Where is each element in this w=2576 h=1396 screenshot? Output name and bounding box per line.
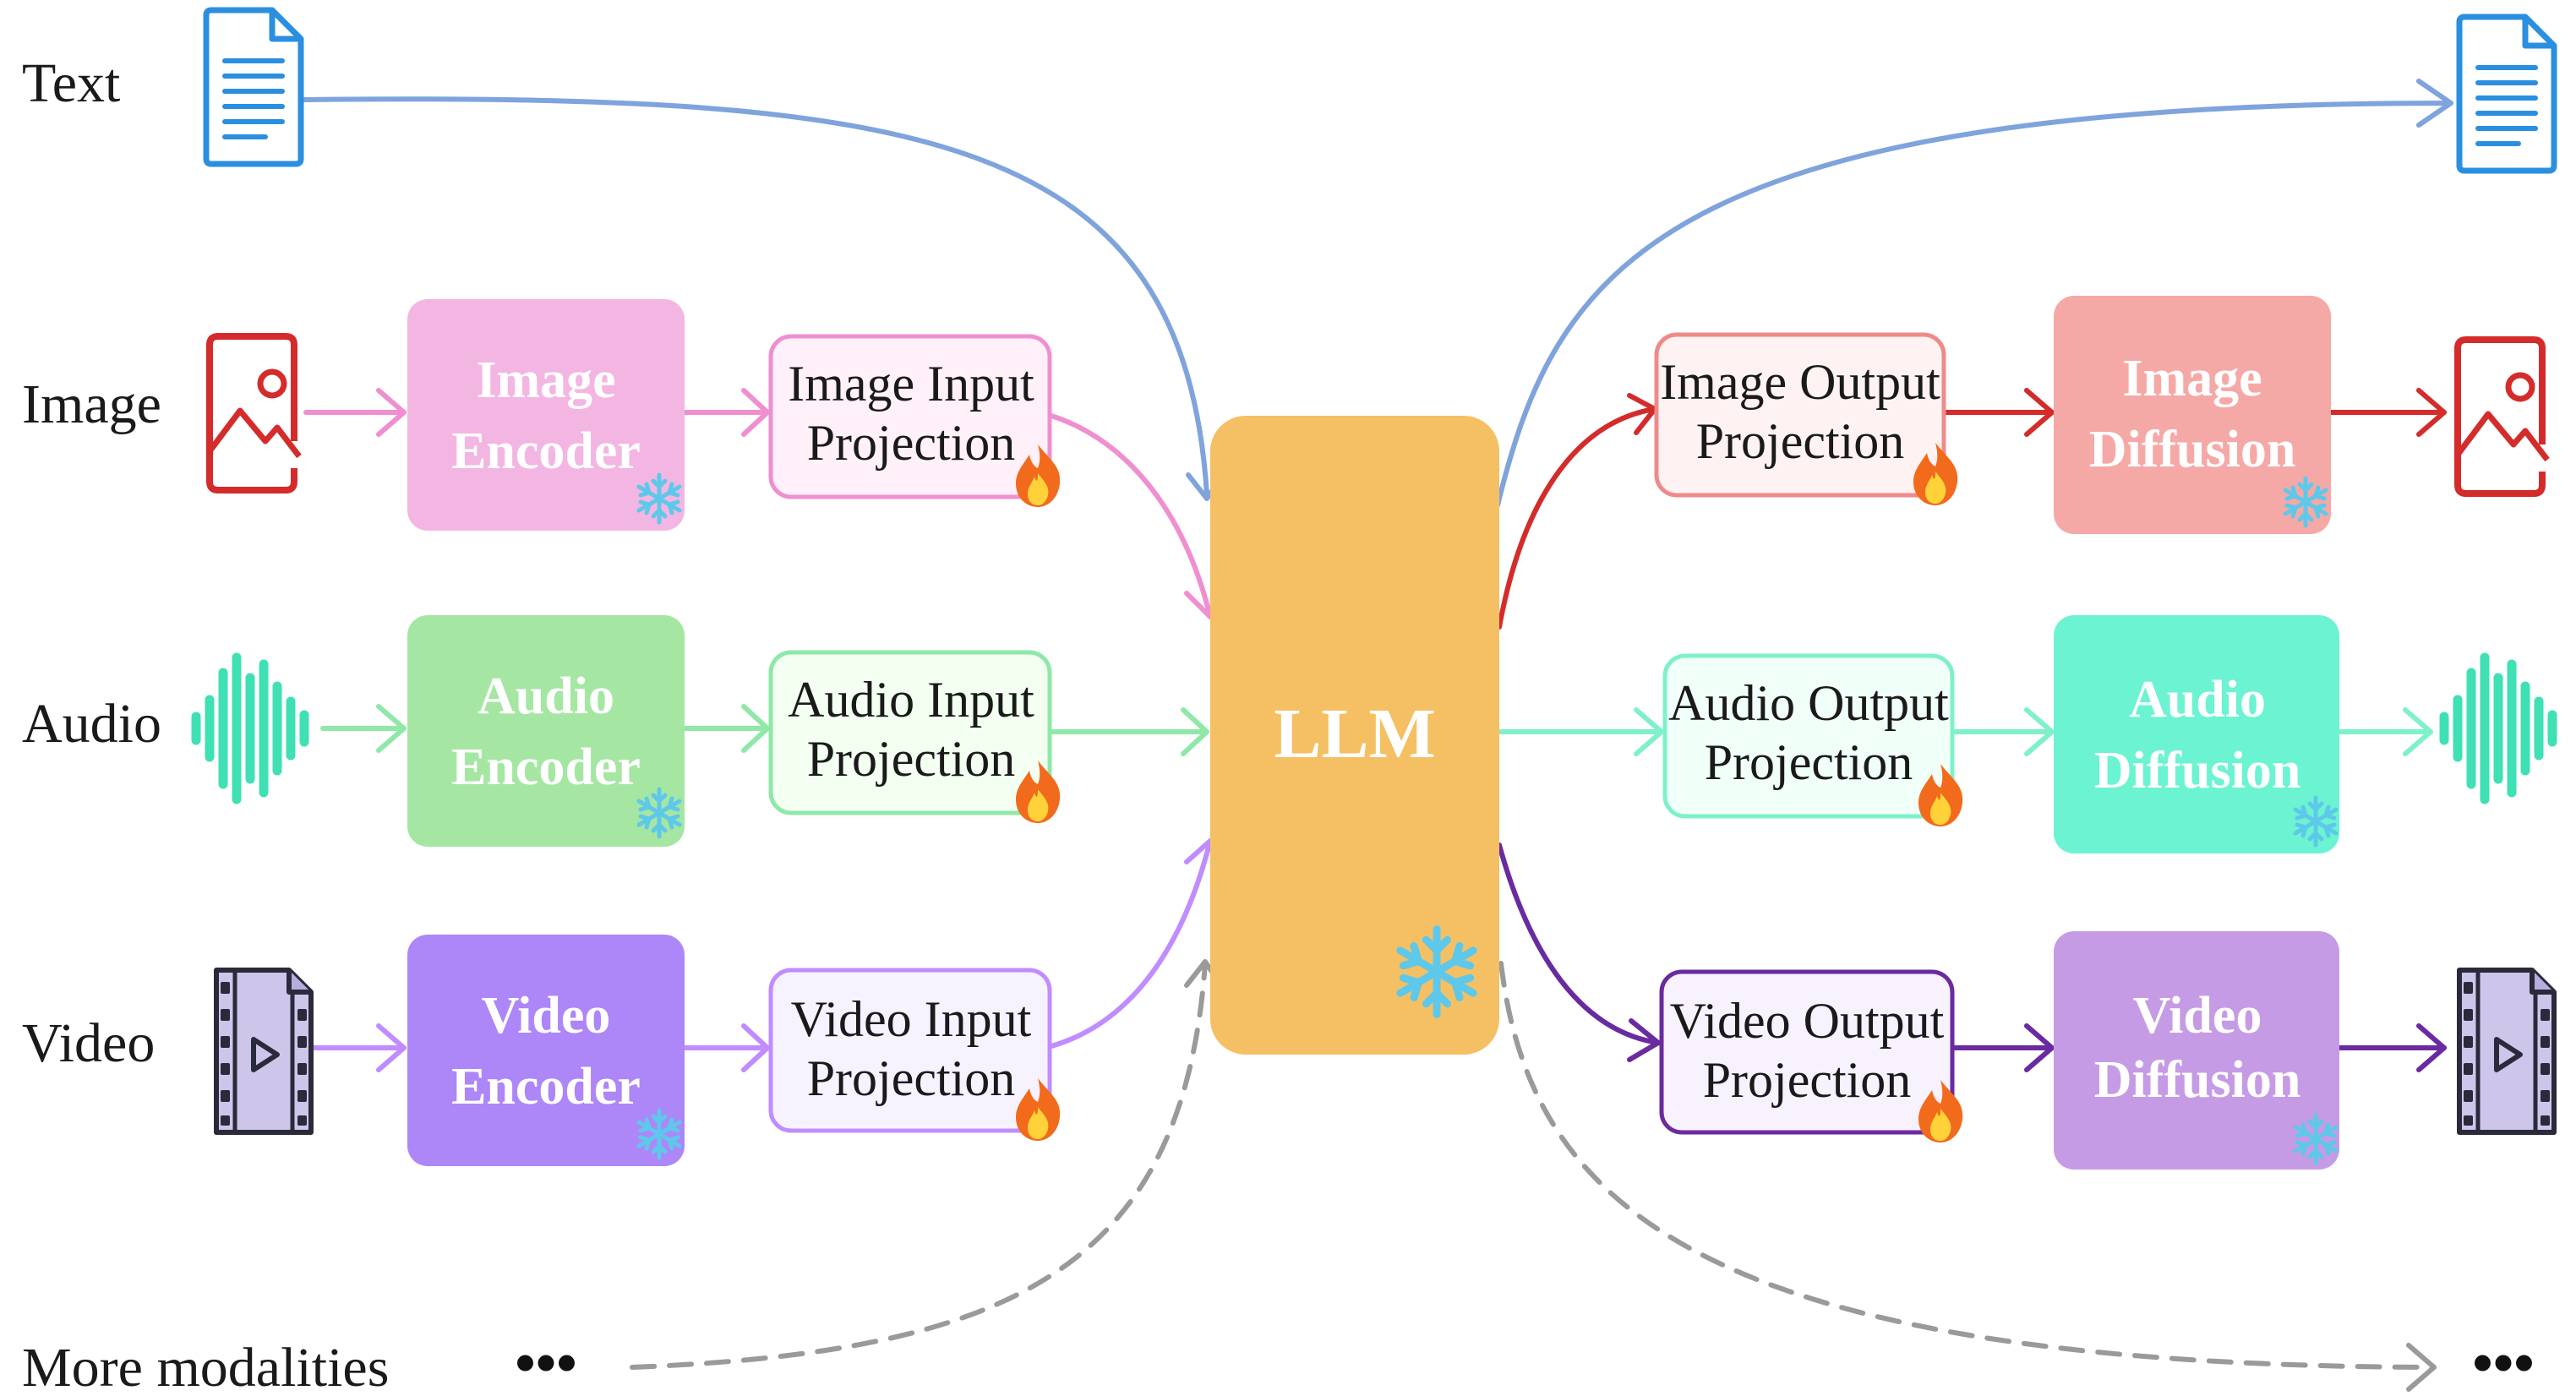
svg-text:Diffusion: Diffusion [2089,421,2296,478]
video-input-projection-box: Video Input Projection [768,968,1061,1141]
svg-text:Projection: Projection [1696,413,1905,469]
audio-output-waveform-icon [2444,657,2552,799]
more-input-ellipsis: ••• [515,1331,577,1396]
image-picture-icon [210,336,299,490]
svg-text:Image Input: Image Input [788,356,1034,412]
more-input-dashed-curve [630,961,1208,1370]
video-projection-to-llm-curve [1049,838,1213,1049]
svg-text:Audio Output: Audio Output [1668,675,1949,731]
audio-output-projection-box: Audio Output Projection [1662,653,1963,826]
svg-text:Video Input: Video Input [791,991,1032,1047]
svg-text:Projection: Projection [807,1050,1016,1106]
image-input-projection-box: Image Input Projection [768,334,1061,507]
image-projection-to-llm-curve [1049,413,1213,619]
image-output-projection-box: Image Output Projection [1654,332,1958,505]
audio-waveform-icon [196,657,304,799]
text-output-document-icon [2459,17,2554,171]
text-output-curve [1495,101,2453,508]
svg-text:Projection: Projection [1705,734,1913,790]
image-encoder-box: Image Encoder [407,299,685,531]
more-output-ellipsis: ••• [2472,1331,2535,1396]
text-row-label: Text [22,52,120,114]
svg-text:Video: Video [2133,987,2262,1044]
svg-text:Projection: Projection [1703,1052,1912,1108]
svg-text:Image Output: Image Output [1660,354,1940,410]
llm-label: LLM [1274,695,1435,773]
llm-to-image-output-projection-curve [1497,406,1657,630]
audio-encoder-box: Audio Encoder [407,615,685,847]
more-output-dashed-curve [1498,961,2437,1370]
svg-text:Encoder: Encoder [451,423,641,480]
audio-input-projection-box: Audio Input Projection [768,650,1061,823]
svg-text:Projection: Projection [807,731,1016,787]
image-row-label: Image [22,374,161,435]
more-modalities-label: More modalities [22,1337,389,1396]
video-row-label: Video [22,1012,155,1074]
svg-text:Projection: Projection [807,415,1016,471]
svg-text:Audio: Audio [2129,671,2266,728]
image-output-picture-icon [2458,340,2547,494]
video-output-file-icon [2459,970,2554,1132]
svg-text:Video: Video [482,987,611,1044]
svg-text:Diffusion: Diffusion [2094,1051,2301,1109]
audio-diffusion-box: Audio Diffusion [2054,615,2339,853]
video-diffusion-box: Video Diffusion [2054,931,2339,1170]
text-document-icon [206,10,301,164]
video-encoder-box: Video Encoder [407,935,685,1166]
svg-text:Video Output: Video Output [1670,993,1945,1049]
llm-box: LLM [1210,416,1499,1055]
audio-row-label: Audio [22,693,161,755]
image-diffusion-box: Image Diffusion [2054,296,2331,534]
video-file-icon [216,970,311,1132]
svg-text:Image: Image [476,352,615,409]
svg-text:Encoder: Encoder [451,739,641,796]
llm-to-video-output-projection-curve [1497,843,1661,1045]
svg-text:Encoder: Encoder [451,1058,641,1115]
video-output-projection-box: Video Output Projection [1659,969,1963,1142]
svg-text:Image: Image [2122,350,2262,407]
svg-text:Audio Input: Audio Input [788,672,1034,728]
svg-text:Audio: Audio [478,668,614,725]
text-input-curve [302,96,1209,497]
svg-text:Diffusion: Diffusion [2094,742,2301,799]
